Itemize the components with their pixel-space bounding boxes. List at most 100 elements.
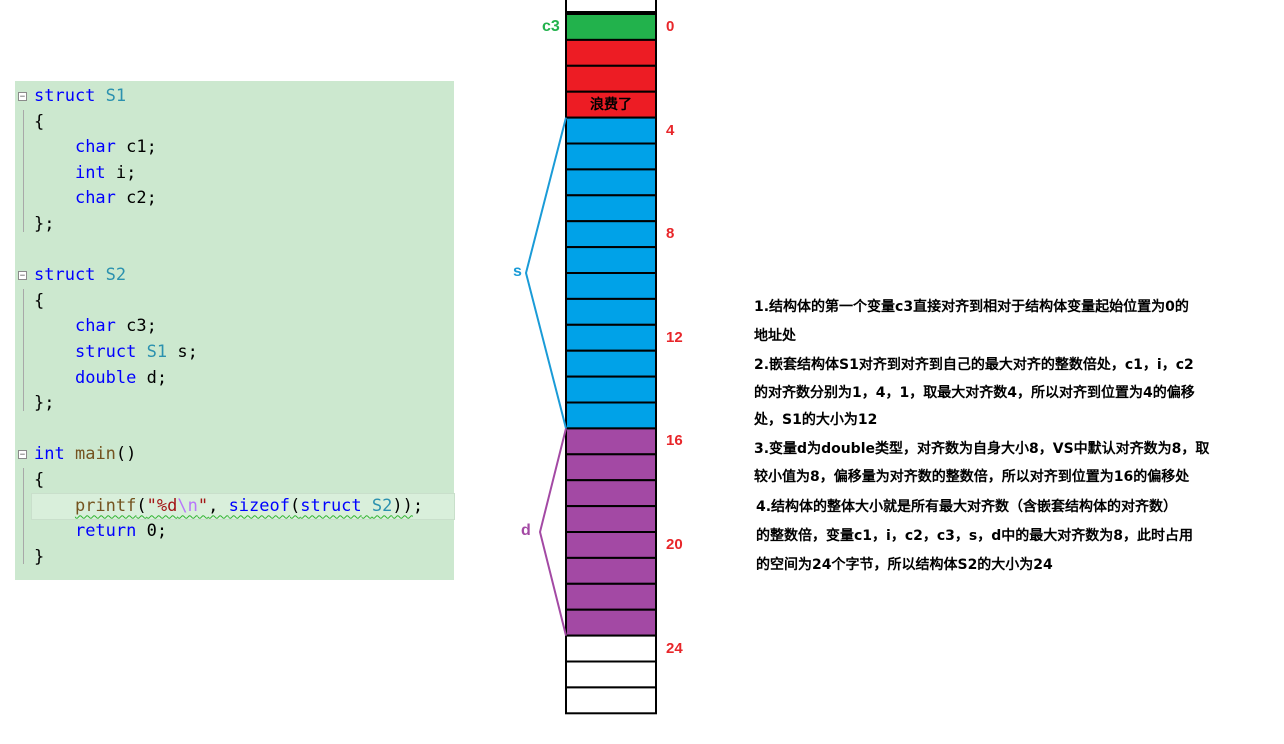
- member-label: c3: [542, 18, 560, 35]
- code-token: };: [34, 393, 55, 414]
- member-brace: [538, 428, 567, 636]
- note-line: 的整数倍，变量c1，i，c2，c3，s，d中的最大对齐数为8，此时占用: [756, 528, 1194, 544]
- memory-cell: [565, 556, 657, 585]
- code-token: }: [34, 546, 45, 567]
- code-line: struct S2: [15, 263, 126, 288]
- memory-cell: [565, 686, 657, 715]
- code-token: c1;: [115, 137, 157, 158]
- memory-cell: [565, 660, 657, 689]
- code-line: char c2;: [15, 186, 157, 211]
- code-line: return 0;: [15, 519, 167, 544]
- code-token: printf: [74, 495, 137, 516]
- code-line: {: [15, 468, 44, 493]
- code-token: )): [392, 495, 413, 516]
- code-token: main: [74, 444, 116, 465]
- memory-cell: [565, 349, 657, 378]
- collapse-icon[interactable]: −: [18, 271, 27, 282]
- member-brace: [524, 117, 567, 429]
- note-line: 的对齐数分别为1，4，1，取最大对齐数4，所以对齐到位置为4的偏移: [754, 385, 1195, 401]
- memory-cell: [565, 297, 657, 326]
- code-token: 0;: [136, 521, 168, 542]
- code-token: S2: [105, 265, 127, 286]
- code-token: (: [289, 495, 301, 516]
- memory-cell: [565, 479, 657, 508]
- offset-label: 16: [666, 432, 683, 450]
- code-token: char: [74, 316, 116, 337]
- memory-cell: [565, 608, 657, 637]
- code-line: char c1;: [15, 135, 157, 160]
- memory-cell: [565, 531, 657, 559]
- note-line: 较小值为8，偏移量为对齐数的整数倍，所以对齐到位置为16的偏移处: [754, 469, 1190, 485]
- code-editor: struct S1{ char c1; int i; char c2;};str…: [15, 81, 455, 580]
- code-line: struct S1 s;: [15, 340, 198, 365]
- code-token: struct: [300, 495, 362, 516]
- memory-cell: [565, 427, 657, 456]
- code-token: ": [197, 495, 209, 516]
- code-token: struct: [34, 86, 96, 106]
- code-token: i;: [105, 162, 137, 183]
- code-token: ,: [208, 495, 229, 516]
- code-token: d;: [136, 367, 168, 388]
- code-token: \n: [177, 495, 198, 516]
- code-token: "%d: [146, 495, 178, 516]
- note-line: 处，S1的大小为12: [754, 412, 878, 428]
- code-token: int: [34, 444, 65, 465]
- code-token: int: [74, 162, 106, 183]
- code-token: S1: [105, 86, 127, 106]
- offset-label: 0: [666, 18, 675, 35]
- memory-cell: [565, 272, 657, 300]
- collapse-icon[interactable]: −: [18, 450, 27, 461]
- code-line: int main(): [15, 442, 136, 467]
- code-token: c3;: [115, 316, 157, 337]
- code-line: struct S1: [15, 84, 126, 109]
- memory-cell: [565, 194, 657, 223]
- memory-cell: [565, 505, 657, 534]
- memory-cell: [565, 220, 657, 249]
- memory-cell: [565, 582, 657, 611]
- fold-guide-line: [23, 288, 24, 411]
- code-line: printf("%d\n", sizeof(struct S2));: [31, 492, 455, 520]
- code-token: return: [74, 521, 137, 542]
- code-token: (): [115, 444, 137, 465]
- memory-cell: [565, 323, 657, 352]
- code-token: struct: [74, 342, 137, 362]
- note-line: 1.结构体的第一个变量c3直接对齐到相对于结构体变量起始位置为0的: [754, 299, 1189, 315]
- memory-cell: [565, 453, 657, 482]
- code-token: ;: [412, 495, 424, 516]
- code-token: char: [74, 188, 116, 209]
- code-token: s;: [167, 342, 198, 362]
- note-line: 2.嵌套结构体S1对齐到对齐到自己的最大对齐的整数倍处，c1，i，c2: [754, 357, 1194, 373]
- offset-label: 4: [666, 121, 675, 139]
- memory-cell: [565, 142, 657, 171]
- member-label: s: [513, 263, 522, 280]
- note-line: 的空间为24个字节，所以结构体S2的大小为24: [756, 557, 1053, 573]
- code-token: {: [34, 290, 45, 311]
- offset-label: 8: [666, 225, 675, 243]
- offset-label: 12: [666, 328, 683, 346]
- memory-cell: [565, 13, 657, 41]
- fold-guide-line: [23, 109, 24, 232]
- offset-label: 24: [666, 639, 683, 657]
- code-line: char c3;: [15, 314, 157, 339]
- memory-cell: [565, 168, 657, 197]
- code-token: sizeof: [228, 495, 290, 516]
- collapse-icon[interactable]: −: [18, 92, 27, 102]
- memory-cell: [565, 401, 657, 430]
- memory-cell: [565, 375, 657, 404]
- code-line: {: [15, 110, 44, 135]
- code-token: (: [136, 495, 147, 516]
- note-line: 4.结构体的整体大小就是所有最大对齐数（含嵌套结构体的对齐数）: [756, 499, 1178, 515]
- code-line: }: [15, 545, 44, 570]
- code-token: {: [34, 470, 45, 490]
- waste-label: 浪费了: [590, 97, 632, 113]
- memory-cell: [565, 246, 657, 275]
- member-label: d: [521, 522, 531, 539]
- offset-label: 20: [666, 536, 683, 553]
- code-token: S1: [146, 342, 168, 362]
- code-line: int i;: [15, 161, 136, 186]
- memory-cell: [565, 116, 657, 145]
- code-token: };: [34, 214, 55, 234]
- code-token: double: [74, 367, 137, 388]
